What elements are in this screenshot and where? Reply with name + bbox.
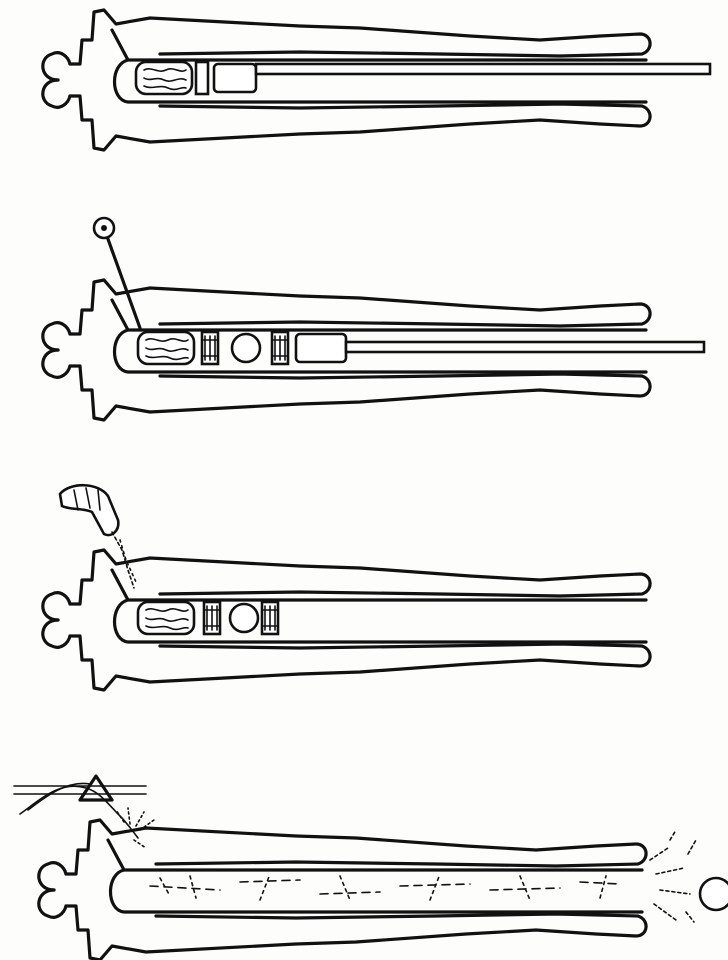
linstock-slow-match <box>14 776 146 838</box>
panel-1-ramming-charge <box>43 10 710 150</box>
priming-powder-horn <box>60 485 136 588</box>
panel-4-firing <box>14 776 728 960</box>
ramrod <box>256 64 710 74</box>
powder-charge <box>136 62 192 94</box>
wadding <box>202 332 218 364</box>
cannon-barrel <box>39 820 646 960</box>
powder-charge <box>138 332 194 364</box>
wadding <box>196 62 256 94</box>
wadding <box>262 602 278 634</box>
fired-cannonball <box>700 878 728 910</box>
powder-charge <box>138 602 194 634</box>
cannon-barrel <box>43 550 650 690</box>
cannonball <box>232 334 260 362</box>
wadding <box>272 332 288 364</box>
ramrod <box>296 334 704 362</box>
wadding <box>204 602 220 634</box>
cannonball <box>230 604 258 632</box>
panel-3-priming <box>43 485 650 690</box>
panel-2-loading-shot <box>43 218 704 420</box>
cannon-barrel <box>43 10 650 150</box>
